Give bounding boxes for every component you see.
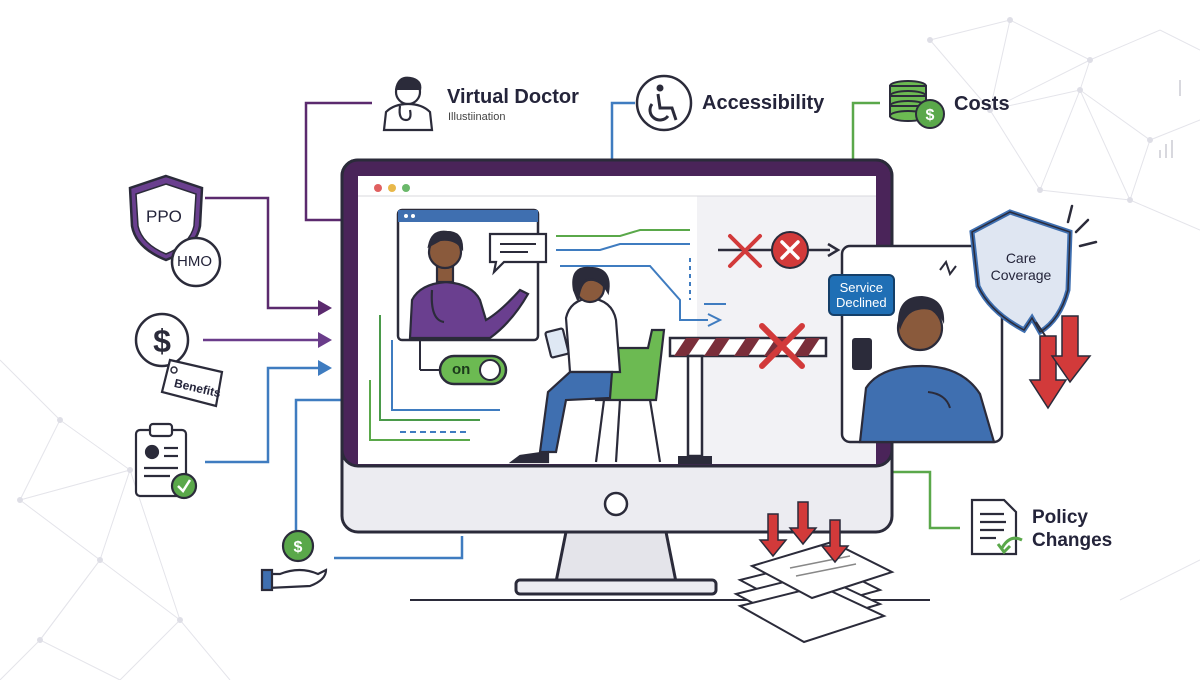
wheelchair-icon [635,74,693,132]
shield-icon [128,174,222,288]
ppo-label: PPO [146,207,182,226]
connector-hand-bottom [334,536,464,560]
hmo-label: HMO [177,253,212,270]
denied-arrow [718,231,841,269]
policy-changes-line1: Policy [1032,507,1088,528]
accessibility-label: Accessibility [702,92,825,114]
on-toggle[interactable] [419,338,508,386]
falling-arrows-icon [1028,315,1092,410]
monitor-base [514,578,718,596]
policy-changes-label: Policy Changes [1032,506,1112,552]
chat-bubble-icon [488,232,548,276]
hand-dollar-glyph: $ [294,539,303,556]
window-dot-yellow [388,184,396,192]
falling-documents-icon [733,501,895,644]
virtual-doctor-sublabel: Illustiination [448,111,506,123]
arrow-ppo [318,300,332,316]
data-flow-lines [369,229,726,441]
coin-dollar-glyph: $ [926,107,935,124]
coins-icon [889,80,945,129]
care-coverage-line2: Coverage [990,267,1052,283]
decorative-bars [1159,80,1181,158]
doctor-icon [382,76,434,132]
declined-panel [840,244,1004,444]
policy-changes-line2: Changes [1032,530,1113,551]
care-coverage-line1: Care [1005,250,1037,266]
arrow-benefits [318,332,332,348]
window-dot-red [374,184,382,192]
dollar-tag-icon [134,312,224,408]
document-icon [970,498,1023,556]
connector-virtual-doctor [304,101,372,222]
patient-figure [508,266,666,464]
doctor-figure [408,230,530,340]
monitor-stand [554,530,678,584]
clipboard-icon [134,422,198,500]
service-declined-callout: Service Declined [828,274,895,316]
hand-dollar-icon [260,529,328,592]
virtual-doctor-label: Virtual Doctor [447,86,579,108]
connector-costs [851,101,880,160]
power-button [603,491,629,517]
background-nodes [17,17,1153,643]
connector-clipboard [205,366,318,464]
arrow-clipboard [318,360,332,376]
connector-policy [893,470,960,530]
connector-ppo [205,196,318,310]
window-dot-green [402,184,410,192]
care-coverage-label: Care Coverage [984,250,1058,284]
connector-hand [294,398,342,530]
connector-accessibility [610,101,635,160]
costs-label: Costs [954,93,1010,115]
toggle-label: on [452,361,471,378]
barrier-x-icon [759,323,805,369]
service-declined-line2: Declined [836,295,887,310]
dollar-glyph: $ [153,323,171,359]
service-declined-line1: Service [839,280,883,295]
